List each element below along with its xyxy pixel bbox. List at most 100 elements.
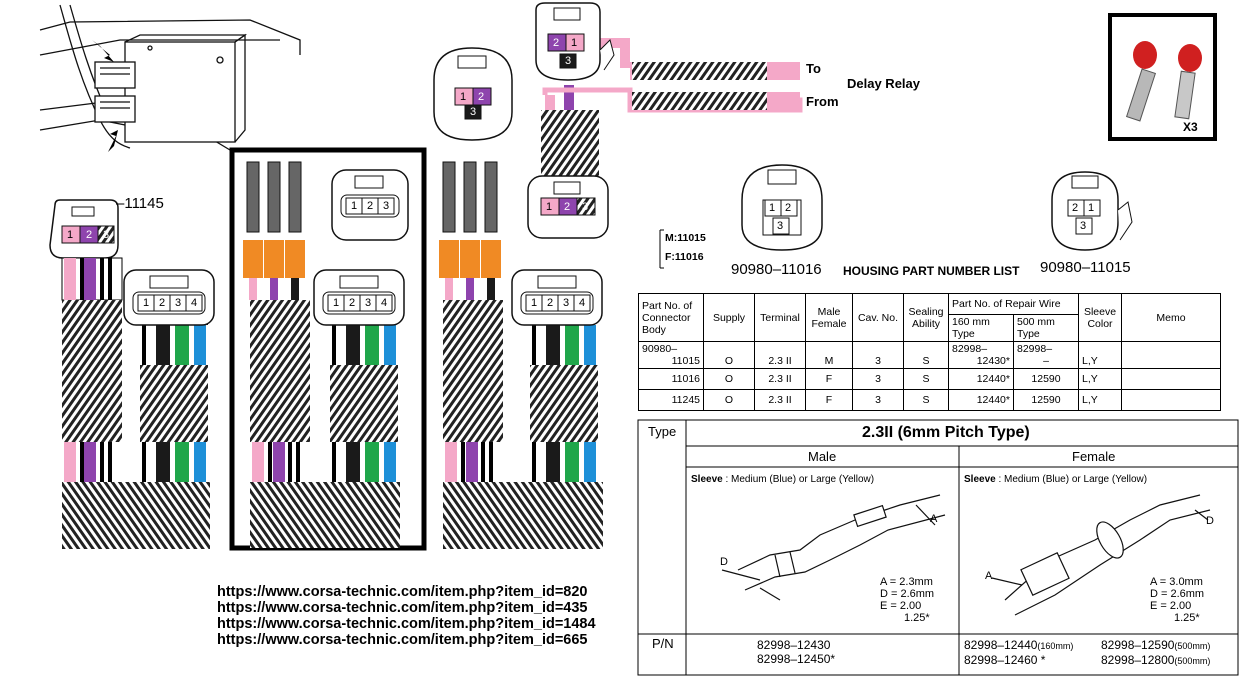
pin-label: 1: [351, 200, 358, 212]
female-sleeve-note: Sleeve : Medium (Blue) or Large (Yellow): [964, 474, 1148, 485]
relay-terminal-photo: [1108, 13, 1217, 141]
housing-11016: [741, 164, 823, 251]
table-cell: M: [805, 341, 853, 369]
table-cell: F: [805, 389, 853, 411]
header-male-female: Male Female: [805, 293, 853, 342]
dim-a-label: A: [985, 570, 993, 582]
ecu-line-drawing: [39, 4, 301, 151]
terminal-spec-frame: [637, 419, 1239, 676]
reference-link[interactable]: https://www.corsa-technic.com/item.php?i…: [217, 584, 588, 600]
pinned-harness-block: [229, 147, 427, 551]
table-cell: S: [903, 368, 949, 390]
table-cell: 11245: [638, 389, 704, 411]
pin-label: 3: [582, 201, 589, 213]
female-terminal-drawing: [991, 494, 1211, 616]
connector-relay-small: [527, 175, 609, 239]
pin-label: 3: [103, 229, 110, 241]
table-cell: 3: [852, 341, 904, 369]
table-cell: L,Y: [1078, 341, 1122, 369]
header-terminal: Terminal: [754, 293, 806, 342]
pin-label: 1: [571, 37, 578, 49]
pin-label: 1: [769, 202, 776, 214]
pin-label: 2: [367, 200, 374, 212]
table-cell: O: [703, 368, 755, 390]
pin-label: 3: [470, 106, 477, 118]
table-cell: 12590: [1013, 389, 1079, 411]
male-sleeve-note: Sleeve : Medium (Blue) or Large (Yellow): [691, 474, 875, 485]
pin-label: 1: [1088, 202, 1095, 214]
pin-label: 2: [478, 91, 485, 103]
table-cell: S: [903, 389, 949, 411]
housing-part-table: Part No. of Connector Body Supply Termin…: [638, 293, 1221, 411]
pin-label: 3: [563, 297, 570, 309]
reference-link[interactable]: https://www.corsa-technic.com/item.php?i…: [217, 632, 588, 648]
header-sealing: Sealing Ability: [903, 293, 949, 342]
male-header: Male: [808, 449, 837, 464]
connector-11145: [49, 199, 119, 259]
table-cell: 12590: [1013, 368, 1079, 390]
dim-d-label: D: [1206, 515, 1214, 527]
reference-link[interactable]: https://www.corsa-technic.com/item.php?i…: [217, 600, 588, 616]
pin-label: 2: [553, 37, 560, 49]
type-label: Type: [648, 424, 677, 439]
connector-4pin-2: [313, 269, 405, 326]
dim-d-label: D: [720, 556, 728, 568]
table-cell: 12440*: [948, 389, 1014, 411]
pin-label: 1: [333, 297, 340, 309]
header-500: 500 mm Type: [1013, 314, 1079, 342]
pin-label: 3: [777, 220, 784, 232]
connector-4pin-1: [123, 269, 215, 326]
table-cell: 11016: [638, 368, 704, 390]
female-part-numbers: 82998–12440(160mm) 82998–12460 *: [964, 638, 1074, 667]
wire-bundle-1: [61, 257, 210, 549]
pin-label: 2: [86, 229, 93, 241]
table-cell: [1121, 368, 1221, 390]
header-supply: Supply: [703, 293, 755, 342]
pin-label: 4: [579, 297, 586, 309]
housing-right-label: 90980–11015: [1040, 259, 1131, 276]
code-11145-label: –11145: [116, 195, 164, 212]
pin-label: 2: [547, 297, 554, 309]
table-cell: 2.3 II: [754, 341, 806, 369]
table-cell: 3: [852, 368, 904, 390]
pin-label: 4: [191, 297, 198, 309]
table-cell: [1121, 341, 1221, 369]
arrow-icon: [92, 40, 118, 152]
housing-left-label: 90980–11016: [731, 261, 822, 278]
table-cell: 12440*: [948, 368, 1014, 390]
table-cell: 3: [852, 389, 904, 411]
connector-floating: [433, 47, 513, 141]
female-part-numbers-500: 82998–12590(500mm) 82998–12800(500mm): [1101, 638, 1211, 667]
header-repair: Part No. of Repair Wire: [948, 293, 1079, 315]
type-title: 2.3II (6mm Pitch Type): [862, 424, 1030, 441]
pin-label: 3: [383, 200, 390, 212]
pin-label: 3: [565, 55, 572, 67]
header-sleeve: Sleeve Color: [1078, 293, 1122, 342]
pin-label: 3: [175, 297, 182, 309]
female-header: Female: [1072, 449, 1116, 464]
table-cell: O: [703, 389, 755, 411]
pin-label: 2: [1072, 202, 1079, 214]
table-cell: 90980–11015: [638, 341, 704, 369]
reference-link[interactable]: https://www.corsa-technic.com/item.php?i…: [217, 616, 596, 632]
table-cell: 2.3 II: [754, 368, 806, 390]
table-cell: 82998––: [1013, 341, 1079, 369]
female-code-label: F:11016: [665, 251, 704, 263]
header-160: 160 mm Type: [948, 314, 1014, 342]
male-code-label: M:11015: [665, 232, 706, 244]
header-memo: Memo: [1121, 293, 1221, 342]
quantity-label: X3: [1183, 120, 1198, 134]
connector-4pin-3: [511, 269, 603, 326]
pin-label: 2: [159, 297, 166, 309]
male-terminal-drawing: [721, 494, 946, 601]
table-cell: L,Y: [1078, 368, 1122, 390]
table-cell: O: [703, 341, 755, 369]
relay-to-label: To: [806, 61, 821, 76]
female-dimensions: A = 3.0mm D = 2.6mm E = 2.00 1.25*: [1150, 576, 1205, 624]
pin-label: 3: [1080, 220, 1087, 232]
male-part-numbers: 82998–12430 82998–12450*: [757, 638, 836, 666]
terminal-pins-1: [243, 161, 305, 278]
pin-label: 1: [67, 229, 74, 241]
dim-a-label: A: [930, 513, 938, 525]
